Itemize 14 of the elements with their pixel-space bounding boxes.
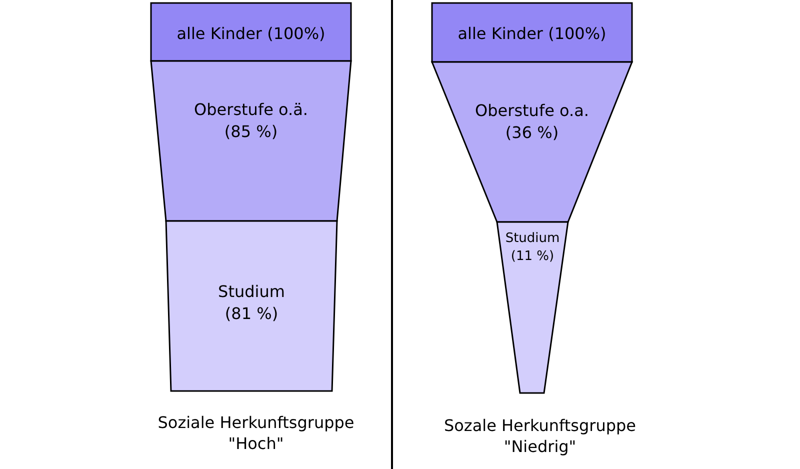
stage-box xyxy=(151,3,351,61)
stage-label: Studium (81 %) xyxy=(217,281,286,324)
stage-trapezoid xyxy=(497,222,568,393)
stage-label: alle Kinder (100%) xyxy=(176,23,326,45)
stage-box xyxy=(432,3,632,62)
group-caption: Soziale Herkunftsgruppe "Hoch" xyxy=(156,413,356,455)
stage-trapezoid xyxy=(432,62,632,222)
stage-label: alle Kinder (100%) xyxy=(456,23,608,45)
stage-label: Oberstufe o.a. (36 %) xyxy=(474,100,590,144)
group-caption: Sozale Herkunftsgruppe "Niedrig" xyxy=(442,416,638,458)
stage-label: Studium (11 %) xyxy=(504,230,561,266)
stage-label: Oberstufe o.ä. (85 %) xyxy=(193,99,309,142)
stage-trapezoid xyxy=(151,61,351,221)
stage-trapezoid xyxy=(166,221,337,391)
